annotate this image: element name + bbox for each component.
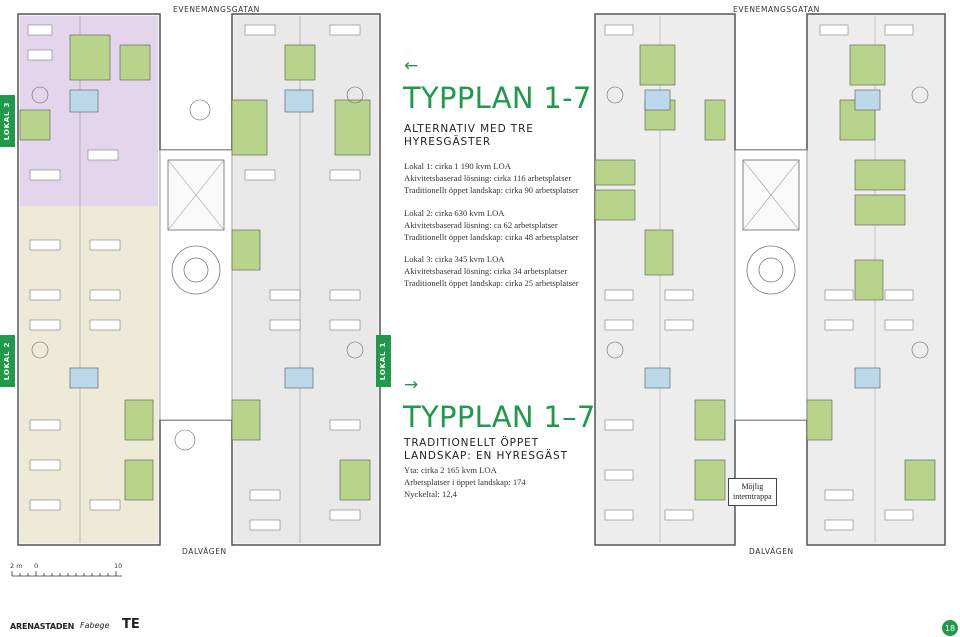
arrow-right-icon: → — [404, 375, 419, 395]
street-label-bottom-right: DALVÄGEN — [749, 547, 794, 556]
lokal-3-tab: LOKAL 3 — [0, 95, 15, 147]
floor-plan-three-tenants — [17, 13, 381, 546]
fabege-logo: Fabege — [80, 621, 110, 630]
floor-plan-one-tenant — [594, 13, 946, 546]
scale-bar — [11, 571, 122, 577]
te-logo: TE — [122, 617, 140, 632]
scale-unit: 2 m — [10, 562, 23, 570]
arenastaden-logo: ARENASTADEN — [10, 622, 75, 631]
street-label-bottom-left: DALVÄGEN — [182, 547, 227, 556]
lokal-2-tab: LOKAL 2 — [0, 335, 15, 387]
page-number: 18 — [942, 620, 958, 636]
plan-a-subtitle: ALTERNATIV MED TRE HYRESGÄSTER — [404, 123, 534, 148]
lokal-1-tab: LOKAL 1 — [376, 335, 391, 387]
scale-ten: 10 — [114, 562, 123, 570]
internal-stair-note: Möjlig interntrappa — [728, 478, 777, 506]
plan-b-title: TYPPLAN 1–7 — [403, 400, 596, 434]
street-label-top-left: EVENEMANGSGATAN — [173, 5, 260, 14]
scale-zero: 0 — [34, 562, 39, 570]
street-label-top-right: EVENEMANGSGATAN — [733, 5, 820, 14]
plan-a-title: TYPPLAN 1-7 — [403, 81, 592, 115]
plan-b-subtitle: TRADITIONELLT ÖPPET LANDSKAP: EN HYRESGÄ… — [404, 437, 568, 462]
arrow-left-icon: ← — [404, 56, 419, 76]
